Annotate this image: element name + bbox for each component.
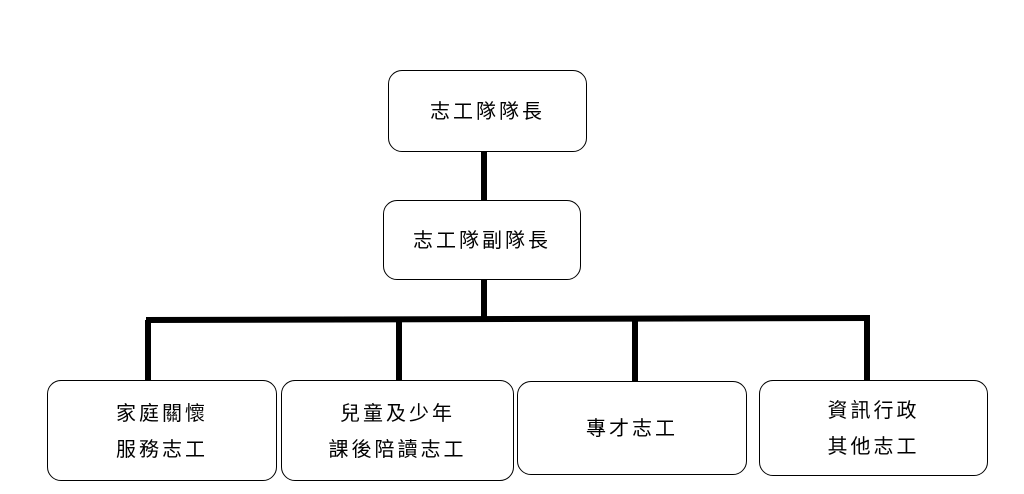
node-label-line2: 其他志工 [827,434,920,458]
node-youth-tutoring-volunteers: 兒童及少年 課後陪讀志工 [281,380,514,481]
node-label-line1: 家庭關懷 [116,400,208,425]
node-label-line1: 兒童及少年 [340,400,455,425]
node-deputy-leader: 志工隊副隊長 [383,200,581,280]
node-label-line1: 專才志工 [586,416,678,440]
node-label-line1: 資訊行政 [827,398,920,422]
node-label: 志工隊隊長 [430,99,545,123]
connector-bus [145,315,871,323]
node-label-line2: 服務志工 [116,436,208,461]
node-label-line2: 課後陪讀志工 [328,436,467,461]
node-label: 志工隊副隊長 [413,228,551,252]
node-admin-other-volunteers: 資訊行政 其他志工 [759,380,988,476]
node-team-leader: 志工隊隊長 [388,70,587,152]
node-specialist-volunteers: 專才志工 [517,381,747,475]
node-family-care-volunteers: 家庭關懷 服務志工 [47,380,277,481]
